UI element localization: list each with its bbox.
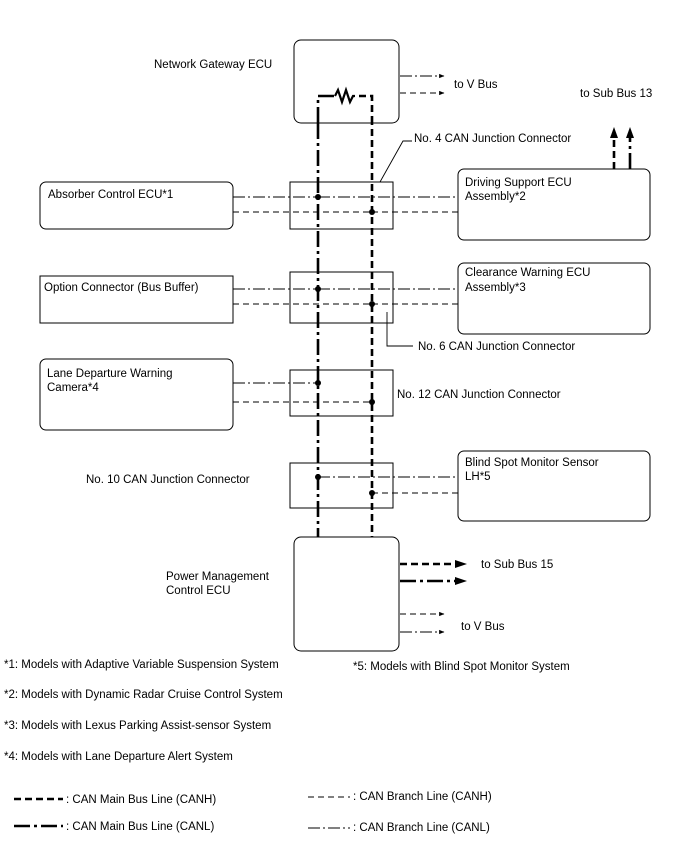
absorber-ecu-box: [39, 181, 234, 230]
absorber-label: Absorber Control ECU*1: [48, 189, 173, 201]
main-bus-lines: [316, 96, 374, 540]
gateway-label: Network Gateway ECU: [154, 59, 272, 71]
no6-junction-connector: [289, 271, 394, 324]
no6-leader-line: [386, 312, 413, 347]
junction-dot: [315, 474, 321, 480]
terminating-resistor-icon: [334, 86, 355, 106]
main-bus-canl-gateway: [316, 94, 335, 123]
legend: : CAN Main Bus Line (CANH) : CAN Main Bu…: [14, 791, 492, 834]
v-bus-top-label: to V Bus: [454, 79, 498, 91]
driving-support-ecu-box: [457, 168, 651, 241]
no4-leader-line: [379, 140, 412, 183]
sub-bus-13-arrowhead: [626, 127, 634, 138]
driving-support-label-1: Driving Support ECU: [465, 177, 572, 189]
no12-connector-label: No. 12 CAN Junction Connector: [397, 389, 561, 401]
sub-bus-13-label: to Sub Bus 13: [580, 88, 652, 100]
legend-main-canl: : CAN Main Bus Line (CANL): [66, 821, 214, 833]
v-bus-bottom-label: to V Bus: [461, 621, 505, 633]
footnote-1: *1: Models with Adaptive Variable Suspen…: [4, 659, 279, 671]
driving-support-label-2: Assembly*2: [465, 191, 526, 203]
blind-spot-sensor-box: [457, 450, 651, 522]
footnote-4: *4: Models with Lane Departure Alert Sys…: [4, 751, 233, 763]
sub-bus-13-arrowhead: [610, 127, 618, 138]
no12-junction-connector: [289, 369, 394, 417]
legend-branch-canl: : CAN Branch Line (CANL): [353, 822, 490, 834]
no4-junction-connector: [289, 181, 394, 230]
junction-dot: [369, 399, 375, 405]
power-mgmt-label-2: Control ECU: [166, 585, 231, 597]
footnote-2: *2: Models with Dynamic Radar Cruise Con…: [4, 689, 283, 701]
no10-junction-connector: [289, 462, 394, 509]
option-label: Option Connector (Bus Buffer): [44, 282, 199, 294]
network-gateway-ecu: [293, 39, 400, 124]
sub-bus-15-arrowhead: [455, 577, 467, 585]
option-connector-box: [39, 275, 234, 324]
sub-bus-15-arrowhead: [455, 560, 467, 568]
lane-camera-label-1: Lane Departure Warning: [47, 368, 173, 380]
footnote-5: *5: Models with Blind Spot Monitor Syste…: [353, 661, 570, 673]
legend-branch-canh: : CAN Branch Line (CANH): [353, 791, 492, 803]
no6-connector-label: No. 6 CAN Junction Connector: [418, 341, 575, 353]
clearance-label-2: Assembly*3: [465, 282, 526, 294]
sub-bus-15-label: to Sub Bus 15: [481, 559, 553, 571]
blind-spot-label-2: LH*5: [465, 471, 491, 483]
junction-dot: [369, 209, 375, 215]
blind-spot-label-1: Blind Spot Monitor Sensor: [465, 457, 599, 469]
lane-camera-label-2: Camera*4: [47, 382, 99, 394]
main-bus-canh-gateway: [355, 94, 374, 123]
junction-dot: [315, 286, 321, 292]
no4-connector-label: No. 4 CAN Junction Connector: [414, 133, 571, 145]
junction-dot: [315, 380, 321, 386]
junction-dots: [315, 194, 375, 496]
junction-dot: [315, 194, 321, 200]
lane-camera-box: [39, 358, 234, 431]
power-management-ecu-box: [293, 536, 400, 652]
junction-dot: [369, 490, 375, 496]
no10-connector-label: No. 10 CAN Junction Connector: [86, 474, 250, 486]
junction-dot: [369, 301, 375, 307]
footnote-3: *3: Models with Lexus Parking Assist-sen…: [4, 720, 271, 732]
branch-lines: [233, 196, 458, 494]
footnotes: *1: Models with Adaptive Variable Suspen…: [4, 659, 570, 763]
clearance-label-1: Clearance Warning ECU: [465, 267, 590, 279]
legend-main-canh: : CAN Main Bus Line (CANH): [66, 794, 216, 806]
power-mgmt-label-1: Power Management: [166, 571, 270, 583]
clearance-ecu-box: [457, 262, 651, 335]
